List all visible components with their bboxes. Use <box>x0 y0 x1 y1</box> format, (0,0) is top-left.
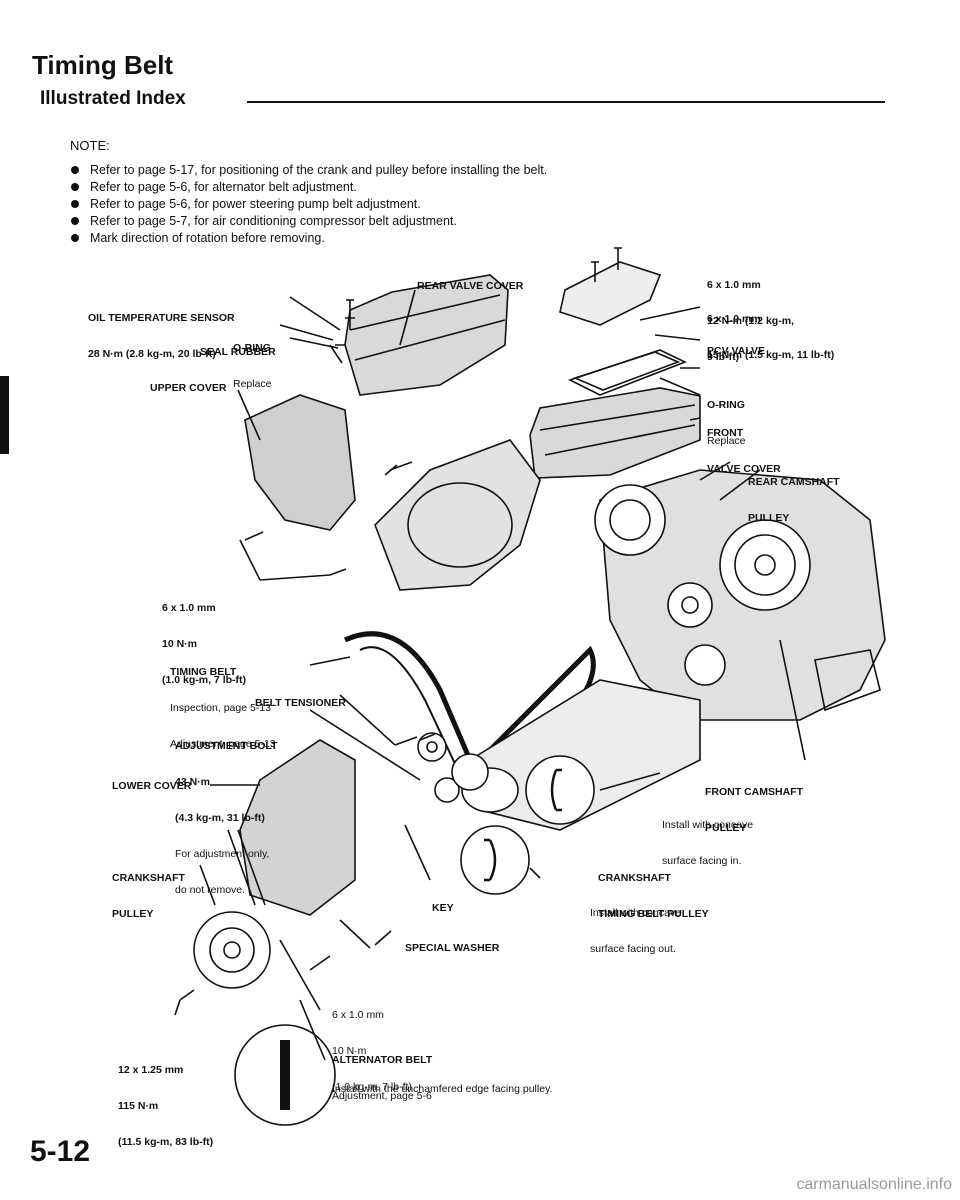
note-item: Refer to page 5-7, for air conditioning … <box>70 213 710 230</box>
label-line: O-RING <box>707 399 745 411</box>
label-oil-temperature-sensor: OIL TEMPERATURE SENSOR 28 N·m (2.8 kg-m,… <box>88 288 235 372</box>
rear-valve-cover-shape <box>344 274 509 396</box>
front-valve-cover-shape <box>529 387 701 479</box>
label-line: OIL TEMPERATURE SENSOR <box>88 312 235 324</box>
label-line: ALTERNATOR BELT <box>332 1054 433 1066</box>
label-rear-camshaft-pulley: REAR CAMSHAFT PULLEY <box>748 452 840 536</box>
label-line: FRONT CAMSHAFT <box>705 786 803 798</box>
label-line: PULLEY <box>112 908 154 920</box>
label-line: 15 N·m (1.5 kg-m, 11 lb-ft) <box>707 349 835 361</box>
note-item: Refer to page 5-6, for power steering pu… <box>70 196 710 213</box>
label-adjustment-bolt: ADJUSTMENT BOLT 43 N·m (4.3 kg-m, 31 lb-… <box>175 716 277 908</box>
label-o-ring-right: O-RING Replace <box>707 375 746 459</box>
watermark-text: carmanualsonline.info <box>796 1176 952 1193</box>
label-line: For adjustment only, <box>175 848 270 860</box>
note-list: Refer to page 5-17, for positioning of t… <box>70 162 710 247</box>
label-line: TIMING BELT <box>170 666 237 678</box>
label-line: 10 N·m <box>332 1045 367 1057</box>
label-crankshaft-timing-belt-pulley: CRANKSHAFT TIMING BELT PULLEY <box>598 848 709 932</box>
label-rear-valve-cover: REAR VALVE COVER <box>417 280 524 292</box>
label-line: 12 x 1.25 mm <box>118 1064 184 1076</box>
label-alternator-belt: ALTERNATOR BELT Adjustment, page 5-6 <box>332 1030 432 1114</box>
label-line: 9 lb-ft) <box>707 351 740 363</box>
label-line: CRANKSHAFT <box>598 872 671 884</box>
page-title: Timing Belt <box>32 50 174 80</box>
label-crank-bolt: 12 x 1.25 mm 115 N·m (11.5 kg-m, 83 lb-f… <box>118 1040 213 1160</box>
label-line: surface facing out. <box>590 943 676 955</box>
label-bolt-top: 6 x 1.0 mm 12 N·m (1.2 kg-m, 9 lb-ft) <box>707 255 794 375</box>
label-line: ADJUSTMENT BOLT <box>175 740 278 752</box>
label-o-ring-left: O-RING Replace <box>233 318 272 402</box>
label-key: KEY <box>432 902 454 914</box>
label-line: 6 x 1.0 mm <box>332 1009 384 1021</box>
label-line: Inspection, page 5-13 <box>170 702 271 714</box>
label-line: Install with concave <box>590 907 682 919</box>
label-install-concave-in: Install with concave surface facing in. <box>662 795 753 879</box>
label-pcv-valve: PCV VALVE <box>707 345 765 357</box>
note-item: Refer to page 5-17, for positioning of t… <box>70 162 710 179</box>
note-label: NOTE: <box>70 138 110 153</box>
label-upper-cover: UPPER COVER <box>150 382 227 394</box>
label-bolt-lower: 6 x 1.0 mm 10 N·m (1.0 kg-m, 7 lb-ft) <box>332 985 412 1105</box>
label-lower-cover: LOWER COVER <box>112 780 192 792</box>
note-item: Refer to page 5-6, for alternator belt a… <box>70 179 710 196</box>
label-line: 6 x 1.0 mm <box>162 602 216 614</box>
label-front-valve-cover: FRONT VALVE COVER <box>707 403 781 487</box>
label-bolt-upper-cover: 6 x 1.0 mm 10 N·m (1.0 kg-m, 7 lb-ft) <box>162 578 246 698</box>
margin-bar <box>0 376 9 454</box>
label-line: VALVE COVER <box>707 463 781 475</box>
label-line: PULLEY <box>748 512 790 524</box>
label-install-concave-out: Install with concave surface facing out. <box>590 883 681 967</box>
label-front-camshaft-pulley: FRONT CAMSHAFT PULLEY <box>705 762 803 846</box>
label-bolt-valve-cover: 6 x 1.0 mm 15 N·m (1.5 kg-m, 11 lb-ft) <box>707 289 834 373</box>
section-subtitle: Illustrated Index <box>40 88 186 109</box>
note-item: Mark direction of rotation before removi… <box>70 230 710 247</box>
label-line: (1.0 kg-m, 7 lb-ft) <box>332 1081 412 1093</box>
subtitle-rule <box>247 101 885 103</box>
upper-cover-shape <box>244 394 356 531</box>
label-unchamfered-edge: Install with the unchamfered edge facing… <box>332 1083 553 1095</box>
label-line: Install with concave <box>662 819 754 831</box>
label-line: O-RING <box>233 342 271 354</box>
label-special-washer: SPECIAL WASHER <box>405 942 500 954</box>
label-line: PULLEY <box>705 822 747 834</box>
label-line: Adjustment, page 5-6 <box>332 1090 432 1102</box>
label-line: Replace <box>707 435 746 447</box>
label-line: 115 N·m <box>118 1100 159 1112</box>
label-line: TIMING BELT PULLEY <box>598 908 709 920</box>
label-line: 28 N·m (2.8 kg-m, 20 lb-ft) <box>88 348 216 360</box>
label-line: 6 x 1.0 mm <box>707 313 761 325</box>
label-line: REAR CAMSHAFT <box>748 476 840 488</box>
label-line: CRANKSHAFT <box>112 872 185 884</box>
label-line: 6 x 1.0 mm <box>707 279 761 291</box>
label-belt-tensioner: BELT TENSIONER <box>255 697 346 709</box>
label-line: Adjustment, page 5-13 <box>170 738 276 750</box>
label-line: FRONT <box>707 427 744 439</box>
label-line: surface facing in. <box>662 855 742 867</box>
label-line: Replace <box>233 378 272 390</box>
label-line: (11.5 kg-m, 83 lb-ft) <box>118 1136 214 1148</box>
label-line: 43 N·m <box>175 776 211 788</box>
page-number: 5-12 <box>30 1135 91 1168</box>
label-line: 10 N·m <box>162 638 198 650</box>
label-line: (4.3 kg-m, 31 lb-ft) <box>175 812 265 824</box>
label-line: (1.0 kg-m, 7 lb-ft) <box>162 674 247 686</box>
label-timing-belt: TIMING BELT Inspection, page 5-13 Adjust… <box>170 642 276 762</box>
label-crankshaft-pulley: CRANKSHAFT PULLEY <box>112 848 185 932</box>
label-seal-rubber: SEAL RUBBER <box>200 346 276 358</box>
label-line: 12 N·m (1.2 kg-m, <box>707 315 794 327</box>
label-line: do not remove. <box>175 884 246 896</box>
